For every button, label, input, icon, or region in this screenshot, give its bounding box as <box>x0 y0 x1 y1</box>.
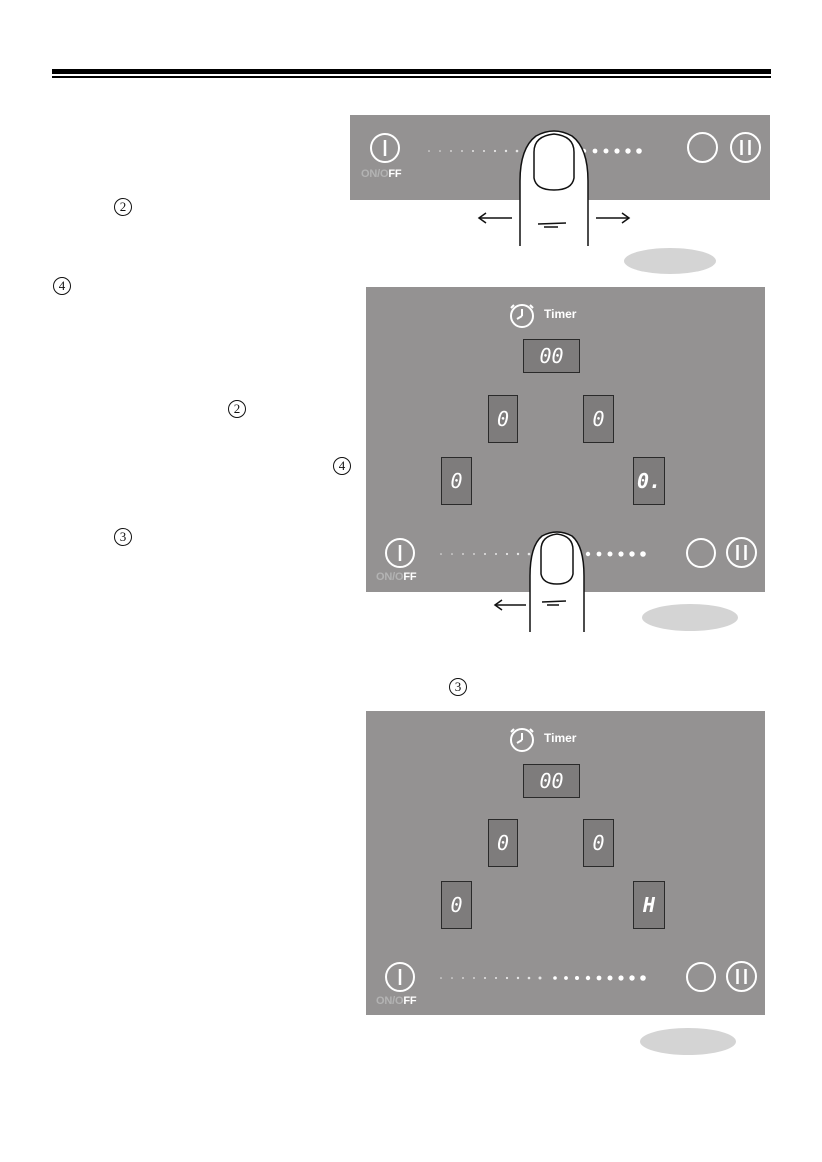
marker-circled: 2 <box>113 197 133 217</box>
boost-button[interactable] <box>686 538 716 568</box>
label-oval <box>624 248 716 274</box>
arrow-left-icon <box>492 598 526 611</box>
slider-dots[interactable] <box>438 970 654 981</box>
zone-display-top-right: 0 <box>583 395 614 443</box>
pause-icon[interactable] <box>725 960 758 993</box>
zone-display-bottom-left: 0 <box>441 881 472 929</box>
power-icon[interactable] <box>384 537 416 569</box>
clock-icon <box>508 301 536 329</box>
onoff-label: ON/OFF <box>376 571 417 583</box>
power-icon[interactable] <box>384 961 416 993</box>
finger-icon <box>526 528 588 632</box>
header-rule-thin <box>52 76 771 78</box>
header-rule-thick <box>52 69 771 74</box>
label-oval <box>640 1028 736 1055</box>
clock-icon <box>508 725 536 753</box>
slider-dots[interactable] <box>438 546 654 557</box>
marker-circled: 2 <box>227 399 247 419</box>
power-icon[interactable] <box>369 132 401 164</box>
marker-circled: 3 <box>113 527 133 547</box>
pause-icon[interactable] <box>725 536 758 569</box>
marker-circled: 4 <box>52 276 72 296</box>
marker-circled: 3 <box>448 677 468 697</box>
zone-display-bottom-right: 0. <box>633 457 665 505</box>
zone-display-top-right: 0 <box>583 819 614 867</box>
onoff-label: ON/OFF <box>361 168 402 180</box>
timer-label: Timer <box>544 307 577 321</box>
zone-display-bottom-right: H <box>633 881 665 929</box>
slider-dots[interactable] <box>426 143 650 154</box>
label-oval <box>642 604 738 631</box>
timer-display: 00 <box>523 339 580 373</box>
arrow-right-icon <box>596 211 632 224</box>
timer-display: 00 <box>523 764 580 798</box>
control-panel-3: Timer 00 0 0 0 H ON/OFF <box>366 711 765 1015</box>
zone-display-top-left: 0 <box>488 819 518 867</box>
boost-button[interactable] <box>686 962 716 992</box>
zone-display-bottom-left: 0 <box>441 457 472 505</box>
arrow-left-icon <box>476 211 512 224</box>
onoff-label: ON/OFF <box>376 995 417 1007</box>
timer-label: Timer <box>544 731 577 745</box>
marker-circled: 4 <box>332 456 352 476</box>
finger-icon <box>514 126 594 246</box>
boost-button[interactable] <box>687 132 718 163</box>
zone-display-top-left: 0 <box>488 395 518 443</box>
pause-icon[interactable] <box>729 131 762 164</box>
